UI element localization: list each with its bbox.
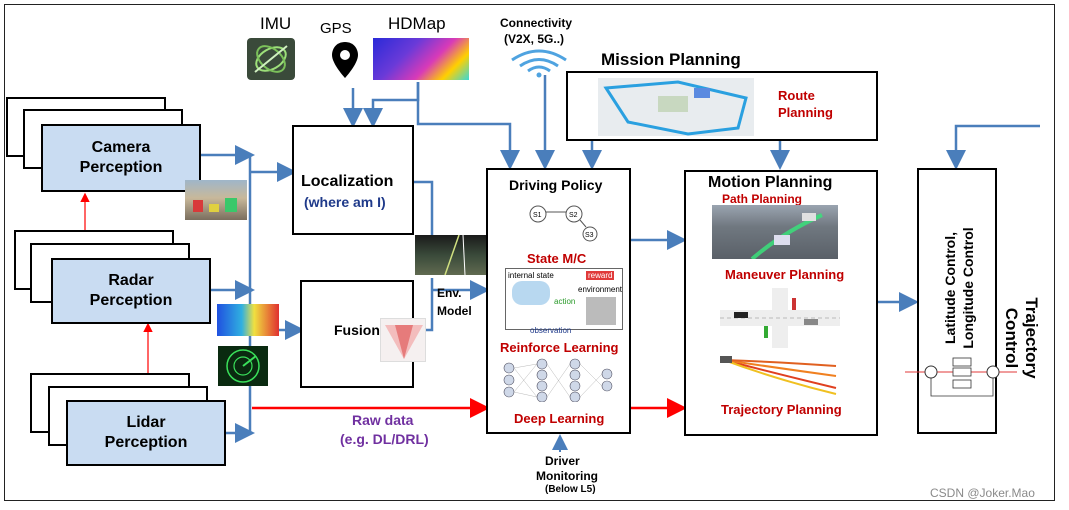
camera-label: Camera <box>91 139 151 156</box>
hdmap-label: HDMap <box>388 14 446 33</box>
diagram-frame <box>4 4 1055 501</box>
wifi-icon <box>508 48 570 78</box>
radar-scope-icon <box>218 346 268 386</box>
trajectory-planning-label: Trajectory Planning <box>721 402 842 417</box>
path-planning-road-thumbnail <box>712 205 838 259</box>
state-s3: S3 <box>585 232 594 239</box>
rl-environment: environment <box>578 285 623 294</box>
mission-planning-title: Mission Planning <box>601 50 741 69</box>
localization-box <box>292 125 414 235</box>
state-machine-graphic: S1 S2 S3 <box>529 205 598 242</box>
raw-data-sub-label: (e.g. DL/DRL) <box>340 431 429 447</box>
gps-label: GPS <box>320 20 352 37</box>
route-planning-sub-label: Planning <box>778 105 833 120</box>
lidar-sub-label: Perception <box>104 434 188 451</box>
camera-view-thumbnail <box>185 180 247 220</box>
localization-to-env-line <box>413 180 434 240</box>
rl-observation: observation <box>530 326 572 335</box>
hdmap-thumbnail <box>373 38 469 80</box>
watermark-text: CSDN @Joker.Mao <box>930 486 1035 500</box>
radar-heatmap-thumbnail <box>217 304 279 336</box>
imu-label: IMU <box>260 14 292 33</box>
gps-pin-icon <box>330 40 360 80</box>
fusion-title: Fusion <box>334 322 380 338</box>
rl-reward: reward <box>586 271 615 280</box>
imu-icon <box>247 38 295 80</box>
route-planning-label: Route <box>778 88 815 103</box>
hdmap-to-policy-arrow <box>416 82 520 170</box>
rl-internal-state: internal state <box>508 271 554 280</box>
longitude-control-text: Longitude Control <box>960 227 976 349</box>
control-loop-graphic <box>905 357 1017 397</box>
route-map-thumbnail <box>598 78 754 136</box>
env-model-label: Env. <box>437 286 462 300</box>
motion-planning-title: Motion Planning <box>708 174 833 191</box>
localization-title: Localization <box>301 173 394 190</box>
localization-subtitle: (where am I) <box>304 194 386 210</box>
driver-monitoring-sub-label: Monitoring <box>536 469 598 483</box>
rl-environment-image <box>586 297 616 325</box>
maneuver-intersection-graphic <box>720 288 840 348</box>
state-s1: S1 <box>533 212 542 219</box>
state-s2: S2 <box>569 212 578 219</box>
lidar-label: Lidar <box>126 414 166 431</box>
control-box <box>917 168 997 434</box>
path-planning-label: Path Planning <box>722 192 803 206</box>
fusion-coverage-thumbnail <box>380 318 426 362</box>
radar-label: Radar <box>108 272 154 289</box>
driver-monitoring-label: Driver <box>545 454 580 468</box>
env-model-road-thumbnail <box>415 235 491 275</box>
trajectory-fan-graphic <box>720 356 837 395</box>
connectivity-sub-label: (V2X, 5G..) <box>504 32 565 46</box>
rl-action: action <box>554 297 576 306</box>
camera-sub-label: Perception <box>79 159 163 176</box>
driving-policy-title: Driving Policy <box>509 177 603 193</box>
latitude-longitude-control-label: Latitude Control, Longitude Control <box>941 213 977 363</box>
deep-network-graphic <box>503 358 613 402</box>
state-mc-label: State M/C <box>527 251 587 266</box>
radar-sub-label: Perception <box>89 292 173 309</box>
reinforce-learning-label: Reinforce Learning <box>500 340 619 355</box>
env-model-sub-label: Model <box>437 304 472 318</box>
maneuver-planning-label: Maneuver Planning <box>725 267 845 282</box>
driver-monitoring-note: (Below L5) <box>545 484 596 495</box>
reinforcement-diagram: internal state reward environment action <box>505 268 623 330</box>
trajectory-control-text: Trajectory <box>1022 297 1041 379</box>
raw-data-label: Raw data <box>352 412 414 428</box>
feedback-to-control-arrow <box>946 124 1040 170</box>
deep-learning-label: Deep Learning <box>514 411 605 426</box>
rl-agent-bubble <box>512 281 550 305</box>
latitude-control-text: Latitude Control, <box>942 232 958 344</box>
hdmap-to-localization-arrow <box>363 82 420 128</box>
connectivity-label: Connectivity <box>500 16 573 30</box>
